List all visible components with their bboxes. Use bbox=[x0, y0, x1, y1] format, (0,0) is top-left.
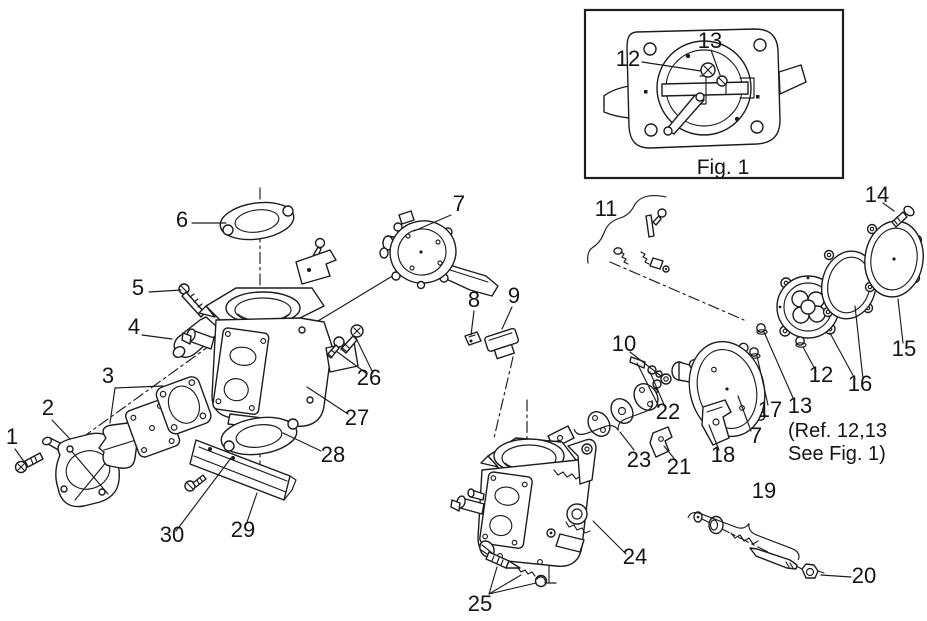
gasket-plates-23 bbox=[587, 379, 662, 437]
needle-assembly-19 bbox=[693, 511, 798, 570]
callout-17-18: 17 bbox=[758, 397, 782, 422]
callout-1-0: 1 bbox=[6, 424, 18, 449]
callout-25-26: 25 bbox=[468, 591, 492, 616]
carburetor-body-27 bbox=[181, 287, 359, 433]
callout-9-8: 9 bbox=[508, 283, 520, 308]
callout-7-32: 7 bbox=[750, 423, 762, 448]
callout-15-16: 15 bbox=[892, 336, 916, 361]
callout-26-27: 26 bbox=[357, 365, 381, 390]
flange-gasket-6 bbox=[219, 201, 295, 241]
callout-23-24: 23 bbox=[627, 447, 651, 472]
callout-28-29: 28 bbox=[321, 442, 345, 467]
callout-20-21: 20 bbox=[852, 563, 876, 588]
ring-10 bbox=[660, 373, 672, 385]
callout-5-4: 5 bbox=[132, 275, 144, 300]
callout-30-31: 30 bbox=[160, 522, 184, 547]
flange-gasket-28 bbox=[220, 416, 299, 456]
needle-seat-22 bbox=[629, 356, 663, 378]
callout-6-5: 6 bbox=[176, 207, 188, 232]
screw-12 bbox=[795, 336, 807, 348]
screw-13 bbox=[756, 323, 768, 335]
callout-8-7: 8 bbox=[468, 287, 480, 312]
pump-block-9 bbox=[484, 327, 520, 360]
fig1-inset-box: Fig. 1 bbox=[583, 8, 845, 180]
callout-22-23: 22 bbox=[656, 399, 680, 424]
nut-20 bbox=[801, 563, 825, 579]
leader-lines bbox=[14, 202, 904, 595]
carburetor-body-24 bbox=[450, 425, 597, 567]
bracket-18 bbox=[701, 399, 732, 446]
callout-16-17: 16 bbox=[848, 371, 872, 396]
callout-11-10: 11 bbox=[595, 196, 618, 221]
callout-19-20: 19 bbox=[752, 478, 776, 503]
screw-5 bbox=[178, 283, 206, 318]
diaphragm-cover-7-upper bbox=[379, 210, 499, 297]
grouping-braces bbox=[573, 399, 800, 561]
callout-27-28: 27 bbox=[345, 405, 369, 430]
callout-10-9: 10 bbox=[612, 331, 636, 356]
screw-14 bbox=[891, 205, 915, 228]
callout-18-19: 18 bbox=[711, 442, 735, 467]
callout-13-12: 13 bbox=[698, 28, 722, 53]
hardware-kit-11 bbox=[587, 195, 670, 273]
ref-note-line2: See Fig. 1) bbox=[788, 443, 886, 465]
needle-valve-set-25 bbox=[479, 540, 548, 588]
callout-29-30: 29 bbox=[231, 517, 255, 542]
ref-note-line1: (Ref. 12,13 bbox=[788, 420, 887, 442]
callout-13-14: 13 bbox=[788, 393, 812, 418]
screw-1 bbox=[14, 452, 44, 474]
fig1-caption: Fig. 1 bbox=[697, 156, 750, 179]
callout-2-1: 2 bbox=[42, 395, 54, 420]
callout-24-25: 24 bbox=[623, 544, 647, 569]
gasket-diaphragm-set-3 bbox=[98, 376, 212, 469]
callout-12-11: 12 bbox=[616, 46, 640, 71]
pump-cover-15 bbox=[864, 220, 924, 298]
callout-3-2: 3 bbox=[102, 363, 114, 388]
callout-4-3: 4 bbox=[128, 314, 140, 339]
callout-14-15: 14 bbox=[865, 182, 889, 207]
callout-7-6: 7 bbox=[453, 191, 465, 216]
callout-12-13: 12 bbox=[809, 362, 833, 387]
clip-8 bbox=[464, 331, 482, 346]
callout-21-22: 21 bbox=[667, 454, 691, 479]
fig1-carburetor-face bbox=[603, 28, 807, 149]
screw-30 bbox=[184, 474, 207, 492]
screws-26 bbox=[326, 324, 364, 359]
manifold-plate-29 bbox=[189, 439, 297, 501]
